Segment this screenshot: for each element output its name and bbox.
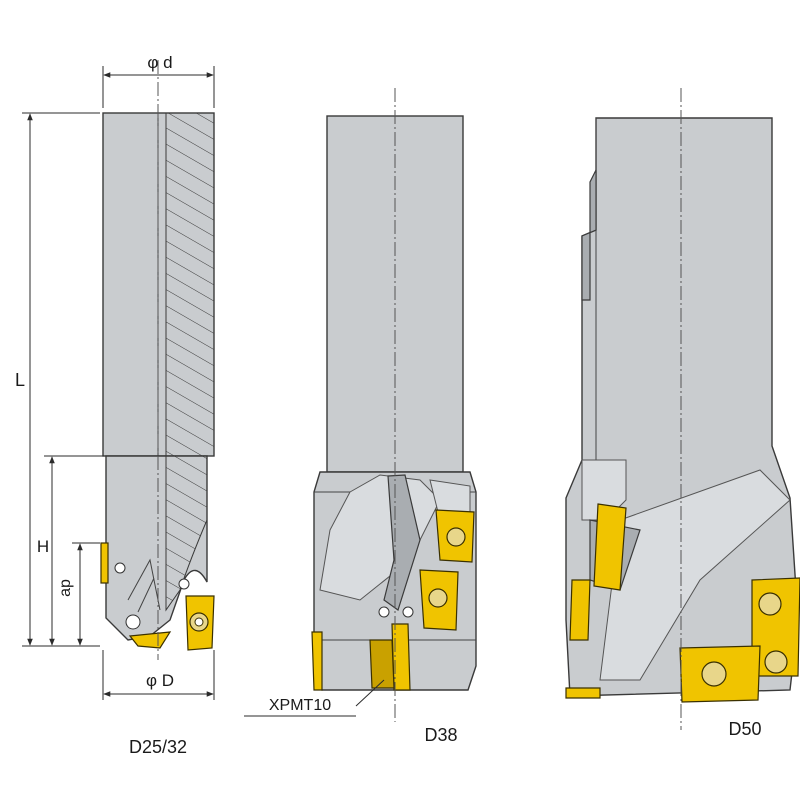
tool-d25-32 bbox=[100, 60, 215, 660]
coolant-hole-38 bbox=[378, 606, 390, 618]
tool-d38: XPMT10 bbox=[244, 88, 477, 722]
coolant-hole-2 bbox=[178, 578, 190, 590]
insert-screw-center bbox=[194, 617, 204, 627]
label-l: L bbox=[15, 370, 25, 390]
flute-lines bbox=[127, 558, 161, 613]
label-ap: ap bbox=[57, 579, 74, 597]
dimensions-tool-1: φ d L H ap φ D bbox=[15, 53, 215, 700]
caption-d38: D38 bbox=[424, 725, 457, 745]
insert-50-left bbox=[569, 579, 591, 641]
caption-d50: D50 bbox=[728, 719, 761, 739]
label-insert-code: XPMT10 bbox=[269, 697, 331, 714]
insert-38-front-dark bbox=[369, 639, 395, 689]
insert-leader bbox=[355, 679, 385, 707]
insert-50-edge bbox=[565, 687, 601, 699]
screw-hole bbox=[125, 614, 141, 630]
insert-50-bottom-screw-icon bbox=[701, 661, 727, 687]
coolant-hole bbox=[114, 562, 126, 574]
label-dd: φ D bbox=[146, 671, 174, 690]
tool-d50 bbox=[565, 88, 800, 730]
flute-b bbox=[383, 474, 421, 611]
caption-d25-32: D25/32 bbox=[129, 737, 187, 757]
label-h: H bbox=[37, 537, 49, 556]
section-hatch bbox=[165, 112, 215, 457]
insert-50-right-screw2-icon bbox=[764, 650, 788, 674]
insert-side-icon bbox=[100, 542, 109, 584]
label-d: φ d bbox=[147, 53, 172, 72]
insert-38-top-screw-icon bbox=[446, 527, 466, 547]
insert-bottom bbox=[128, 631, 172, 649]
insert-38-side bbox=[311, 631, 323, 691]
insert-38-mid-screw-icon bbox=[428, 588, 448, 608]
insert-50-right-screw-icon bbox=[758, 592, 782, 616]
insert-50-upper bbox=[593, 503, 627, 591]
flute-d50 bbox=[599, 469, 791, 681]
screw-hole-38 bbox=[402, 606, 414, 618]
head-hatch bbox=[165, 455, 208, 612]
